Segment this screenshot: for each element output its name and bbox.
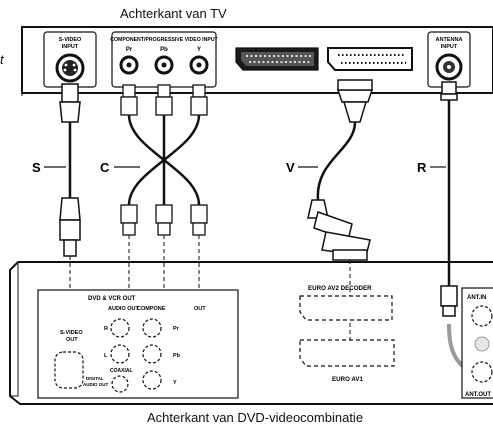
tv-jack-pr-label: Pr — [126, 47, 133, 53]
tv-component-input: COMPONENT/PROGRESSIVE VIDEO INPUT Pr Pb … — [110, 31, 219, 88]
dvd-jack-pr-label: Pr — [173, 326, 180, 332]
svideo-out-label-1: S-VIDEO — [60, 330, 83, 336]
euro-av2-decoder: EURO AV2 DECODER — [299, 285, 393, 321]
ant-out-label: ANT.OUT — [465, 392, 491, 398]
tv-jack-pr — [119, 55, 139, 75]
dvd-jack-pb — [142, 344, 162, 364]
component-out-label: COMPONE — [137, 306, 166, 312]
left-edge-text-fragment: t — [0, 52, 5, 67]
svideo-out-jack — [54, 351, 84, 389]
tv-scart-connector-2 — [327, 47, 413, 71]
audio-out-label: AUDIO OUT — [108, 306, 140, 312]
digital-audio-label-2: AUDIO OUT — [83, 382, 109, 387]
cable-label-c: C — [100, 160, 110, 175]
audio-jack-l-label: L — [104, 353, 108, 359]
digital-audio-label-1: DIGITAL — [86, 376, 104, 381]
antenna-input-label-1: ANTENNA — [436, 37, 463, 43]
dvd-back-panel — [9, 261, 493, 405]
dvd-rear-title: Achterkant van DVD-videocombinatie — [147, 410, 363, 425]
audio-jack-l — [110, 344, 130, 364]
component-out-suffix: OUT — [194, 306, 206, 312]
antenna-input-label-2: INPUT — [441, 44, 458, 50]
rf-cable — [440, 81, 472, 374]
cable-label-v: V — [286, 160, 295, 175]
cable-label-s: S — [32, 160, 41, 175]
dvd-antenna-section: ANT.IN ANT.OUT — [461, 287, 493, 399]
dvd-jack-pr — [142, 318, 162, 338]
tv-svideo-input: S-VIDEO INPUT — [43, 31, 97, 88]
tv-jack-pb-label: Pb — [160, 47, 168, 53]
dvd-jack-pb-label: Pb — [173, 353, 181, 359]
dvd-jack-y — [142, 370, 162, 390]
dvd-jack-y-label: Y — [173, 380, 177, 386]
tv-antenna-input: ANTENNA INPUT — [427, 31, 471, 88]
ant-middle-indicator — [474, 336, 490, 352]
coaxial-jack — [111, 375, 129, 393]
dvd-vcr-out-title: DVD & VCR OUT — [88, 296, 136, 302]
svideo-input-label-2: INPUT — [62, 44, 79, 50]
audio-jack-r — [110, 318, 130, 338]
component-input-label: COMPONENT/PROGRESSIVE VIDEO INPUT — [110, 37, 218, 43]
ant-in-jack — [471, 305, 493, 327]
ant-in-label: ANT.IN — [467, 295, 486, 301]
tv-scart-connector-1 — [235, 47, 319, 71]
euro-av2-label: EURO AV2 DECODER — [308, 285, 372, 292]
ant-out-jack — [471, 361, 493, 383]
cable-label-r: R — [417, 160, 427, 175]
coaxial-label: COAXIAL — [110, 368, 133, 374]
svideo-cable — [59, 83, 81, 303]
tv-rear-title: Achterkant van TV — [120, 6, 227, 21]
euro-av1: EURO AV1 — [299, 339, 395, 383]
scart-cable — [307, 79, 374, 353]
tv-jack-y-label: Y — [197, 47, 201, 53]
tv-jack-pb — [154, 55, 174, 75]
svideo-input-label-1: S-VIDEO — [59, 37, 82, 43]
dvd-vcr-out-section: DVD & VCR OUT AUDIO OUT COMPONE OUT R L … — [37, 289, 239, 399]
euro-av1-label: EURO AV1 — [332, 376, 364, 383]
audio-jack-r-label: R — [104, 326, 108, 332]
tv-jack-y — [189, 55, 209, 75]
svideo-out-label-2: OUT — [66, 337, 78, 343]
